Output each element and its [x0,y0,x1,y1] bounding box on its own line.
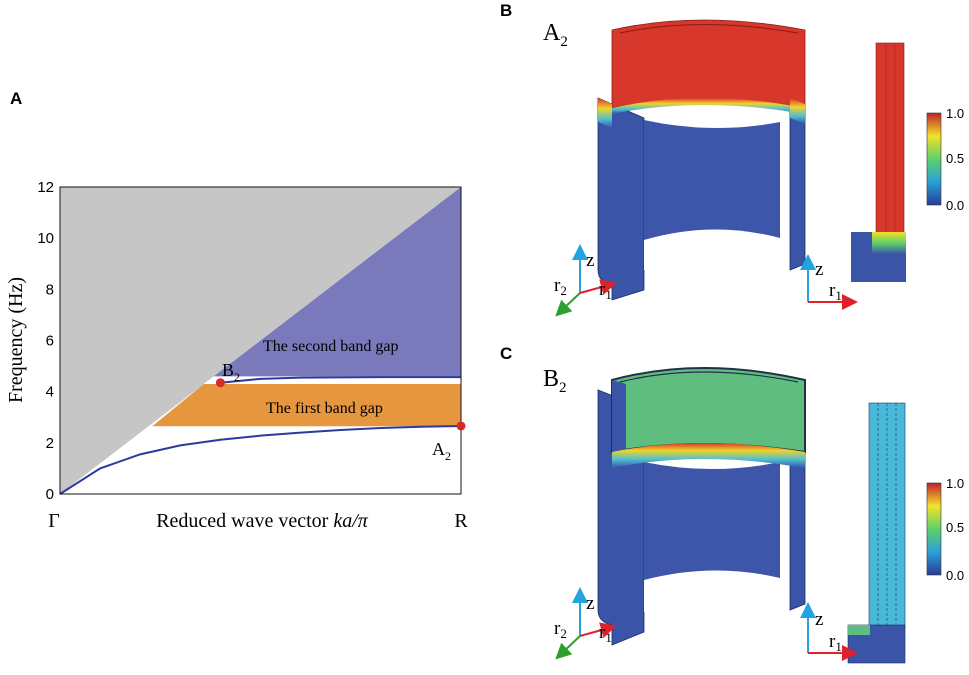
b2-label: B2 [222,360,240,384]
panel-a-letter: A [10,89,22,108]
axis-r1-c2: r1 [829,631,842,654]
colorbar-b-tick-2: 0.5 [946,151,964,166]
panel-a: A 0 2 4 6 8 10 12 The second band gap The firs… [5,89,468,532]
second-gap-label: The second band gap [263,338,399,355]
mode-b2-cylinder [597,367,806,646]
panel-c: C B2 1.0 0.5 0.0 [500,344,964,664]
y-tick-label: 4 [46,384,54,401]
axis-z-c: z [586,593,594,614]
mode-b2-title: B2 [543,366,567,396]
colorbar-c-tick-2: 0.5 [946,520,964,535]
y-tick-label: 6 [46,333,54,350]
colorbar-b-tick-1: 1.0 [946,106,964,121]
point-a2 [456,421,466,431]
mode-a2-cylinder [597,19,806,301]
axes-triad-b-left: z r1 r2 [554,244,617,317]
axis-z-b2: z [815,259,823,280]
axis-r2-c: r2 [554,618,567,641]
y-axis-ticks: 0 2 4 6 8 10 12 [37,179,54,503]
colorbar-b: 1.0 0.5 0.0 [926,106,964,213]
mode-a2-cross-section [851,42,906,282]
panel-c-letter: C [500,344,512,363]
y-axis-label: Frequency (Hz) [5,277,27,403]
dispersion-plot: 0 2 4 6 8 10 12 [37,179,466,503]
mode-b2-cross-section [847,402,906,664]
axis-r2-b: r2 [554,275,567,298]
band-line-1 [59,424,462,495]
y-tick-label: 0 [46,486,54,503]
first-gap-region [152,383,462,427]
band-line-2 [220,376,461,384]
plot-frame [59,186,462,495]
point-b2 [215,378,225,388]
axis-r1-b: r1 [599,279,612,302]
r-label: R [454,510,468,532]
y-tick-label: 2 [46,435,54,452]
panel-b-letter: B [500,1,512,20]
y-tick-label: 8 [46,281,54,298]
y-tick-label: 12 [37,179,54,196]
second-gap-region [213,187,461,377]
axes-pair-c-right: z r1 [800,602,858,661]
mode-a2-title: A2 [543,20,568,50]
x-axis-label: Reduced wave vector ka/π [156,510,369,532]
axis-r1-c: r1 [599,622,612,645]
colorbar-b-tick-3: 0.0 [946,198,964,213]
axes-pair-b-right: z r1 [800,254,858,310]
panel-b: B A2 1.0 0.5 0.0 [500,1,964,317]
axis-z-b: z [586,250,594,271]
colorbar-c: 1.0 0.5 0.0 [926,476,964,583]
gamma-label: Γ [48,510,60,532]
colorbar-c-tick-3: 0.0 [946,568,964,583]
axis-z-c2: z [815,609,823,630]
axis-r1-b2: r1 [829,280,842,303]
colorbar-c-tick-1: 1.0 [946,476,964,491]
axes-triad-c-left: z r1 r2 [554,587,617,660]
light-cone-region [60,187,461,494]
y-tick-label: 10 [37,230,54,247]
a2-label: A2 [432,439,451,463]
first-gap-label: The first band gap [266,400,383,417]
